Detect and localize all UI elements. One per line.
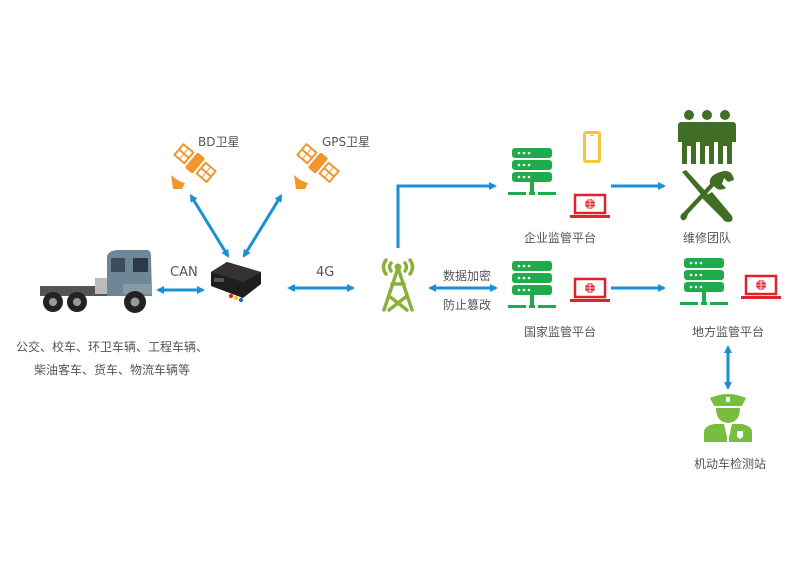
bd-satellite-icon (171, 143, 217, 189)
phone-icon (583, 131, 601, 163)
truck-icon (40, 250, 152, 313)
cell-tower-icon (381, 258, 415, 312)
national-platform-label: 国家监管平台 (523, 325, 597, 339)
vehicle-terminal-icon (211, 262, 261, 303)
officer-icon (704, 394, 752, 442)
can-label: CAN (170, 265, 198, 280)
local-server-icon (680, 258, 728, 305)
vehicle-types-line2: 柴油客车、货车、物流车辆等 (33, 363, 191, 377)
local-laptop-icon (741, 274, 781, 299)
team-icon (678, 110, 736, 164)
gps-satellite-icon (294, 143, 340, 189)
enterprise-server-icon (508, 148, 556, 195)
inspection-station-label: 机动车检测站 (693, 457, 767, 471)
bd-satellite-label: BD卫星 (198, 135, 240, 149)
encryption-label-line1: 数据加密 (443, 269, 492, 283)
4g-label: 4G (316, 265, 335, 280)
arrow-bd-terminal (189, 193, 230, 258)
local-platform-label: 地方监管平台 (691, 325, 765, 339)
national-laptop-icon (570, 277, 610, 302)
enterprise-platform-label: 企业监管平台 (523, 231, 597, 245)
vehicle-types-line1: 公交、校车、环卫车辆、工程车辆、 (15, 340, 209, 354)
arrow-gps-terminal (242, 193, 283, 258)
national-server-icon (508, 261, 556, 308)
tools-icon (680, 170, 734, 222)
arrow-tower-enterprise (396, 182, 497, 248)
enterprise-laptop-icon (570, 193, 610, 218)
maintenance-team-label: 维修团队 (682, 231, 732, 245)
encryption-label-line2: 防止篡改 (443, 298, 492, 312)
gps-satellite-label: GPS卫星 (322, 135, 371, 149)
